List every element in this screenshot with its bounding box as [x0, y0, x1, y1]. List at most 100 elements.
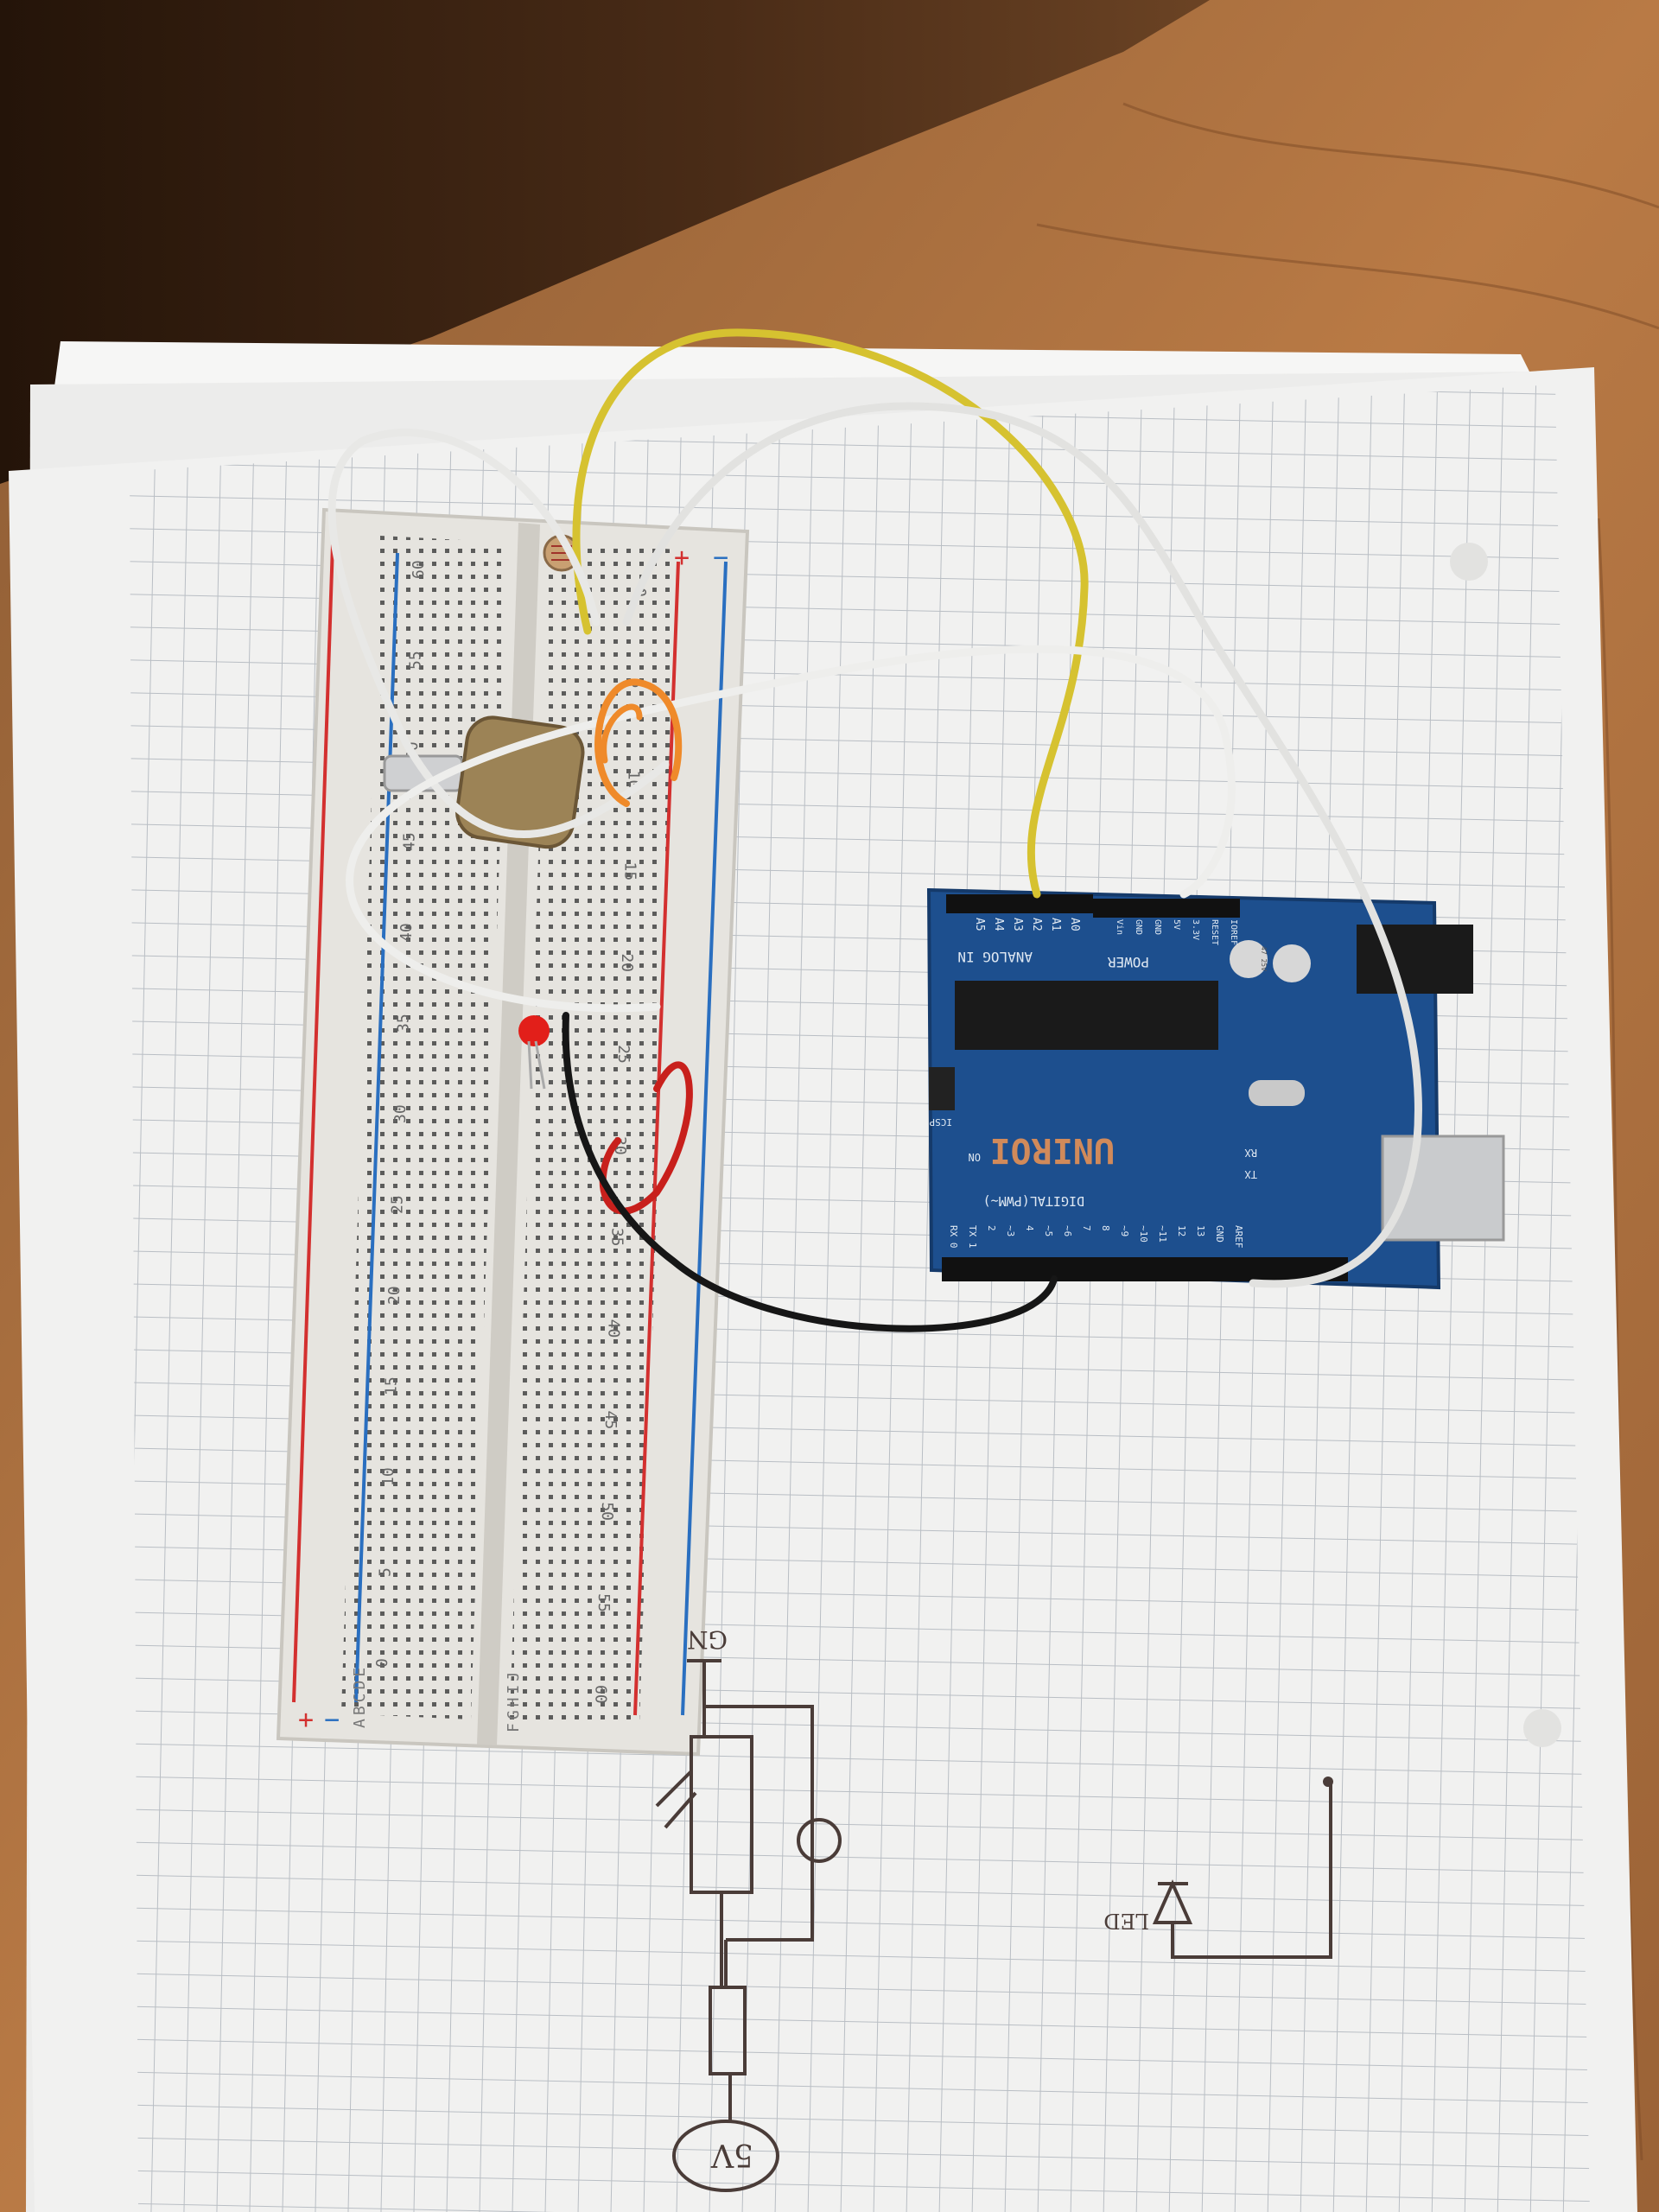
column-number: 5 [377, 1567, 395, 1577]
column-number: 60 [410, 560, 428, 579]
column-number: 55 [407, 651, 425, 670]
rail-plus-label: + [298, 1705, 314, 1735]
power-pin-label: 3.3V [1191, 919, 1200, 940]
ground-label: GN [687, 1625, 728, 1654]
wire-yellow [572, 328, 1089, 899]
brand-logo: UNIROI [990, 1130, 1116, 1170]
tx-label: TX [1244, 1168, 1257, 1180]
jumper-wires [327, 328, 1422, 1332]
analog-pin-label: A1 [1049, 918, 1062, 931]
column-number: 20 [385, 1286, 404, 1305]
punch-hole [1523, 1709, 1561, 1747]
wire-orange [594, 678, 683, 807]
resistor-symbol [709, 1986, 747, 2075]
digital-pin-label: ~10 [1138, 1225, 1149, 1243]
digital-pin-label: ~9 [1119, 1225, 1130, 1236]
wire-orange-2 [601, 703, 643, 764]
column-number: 60 [591, 1685, 609, 1704]
column-number: 20 [618, 953, 636, 972]
analog-pin-label: A3 [1011, 918, 1024, 931]
digital-pin-label: RX 0 [948, 1225, 959, 1249]
analog-pin-label: A5 [973, 918, 986, 931]
analog-pin-label: A0 [1068, 918, 1081, 931]
led-label: LED [1103, 1909, 1149, 1933]
column-number: 15 [383, 1376, 401, 1395]
rail-minus-label: − [713, 543, 728, 573]
atmega-chip [955, 981, 1218, 1050]
digital-pin-label: ~5 [1043, 1225, 1054, 1236]
analog-in-label: ANALOG IN [957, 949, 1033, 965]
analog-pin-label: A4 [992, 918, 1005, 931]
schematic-wire [720, 1892, 728, 1987]
rail-red-left [292, 543, 334, 1703]
punch-hole [1450, 543, 1488, 581]
led-wire-end [1323, 1777, 1333, 1787]
column-number: 35 [607, 1228, 626, 1247]
rail-minus-label: − [324, 1705, 340, 1735]
schematic-drawing [655, 1659, 1333, 2192]
column-number: 10 [379, 1467, 397, 1486]
digital-pin-label: TX 1 [967, 1225, 978, 1249]
power-pin-label: Vin [1115, 919, 1124, 935]
analog-pin-label: A2 [1030, 918, 1043, 931]
digital-pin-label: 7 [1081, 1225, 1092, 1231]
column-number: 35 [395, 1014, 413, 1033]
column-number: 40 [605, 1319, 623, 1338]
column-number: 45 [601, 1411, 620, 1430]
column-number: 50 [598, 1502, 616, 1521]
digital-pin-label: 12 [1176, 1225, 1187, 1236]
rail-blue-left [354, 552, 399, 1703]
wire-white-top [622, 402, 1422, 1288]
capacitor [1230, 940, 1268, 978]
ground-symbol [687, 1659, 721, 1707]
digital-pin-label: GND [1214, 1225, 1225, 1243]
digital-pin-label: 13 [1195, 1225, 1206, 1236]
column-number: 45 [401, 832, 419, 851]
source-label: 5V [710, 2137, 753, 2172]
wire-white-middle [346, 645, 1236, 1013]
on-led-label: ON [969, 1151, 981, 1163]
column-number: 55 [594, 1593, 613, 1612]
power-header [1093, 899, 1240, 918]
rail-plus-label: + [674, 543, 690, 573]
wire-white-loop-left [327, 429, 670, 838]
rail-red-right [633, 561, 680, 1716]
digital-pwm-label: DIGITAL(PWM~) [983, 1193, 1084, 1209]
column-number: 25 [614, 1045, 632, 1064]
crystal [1249, 1080, 1305, 1106]
digital-pin-label: AREF [1233, 1225, 1244, 1249]
power-pin-label: GND [1134, 919, 1143, 935]
analog-header [946, 894, 1093, 913]
dc-power-jack [1357, 925, 1473, 994]
power-pin-label: 5V [1172, 919, 1181, 930]
capacitor [1273, 944, 1311, 982]
power-pin-label: GND [1153, 919, 1162, 935]
digital-pin-label: ~6 [1062, 1225, 1073, 1236]
power-pin-label: RESET [1210, 919, 1219, 945]
digital-pin-label: 8 [1100, 1225, 1111, 1231]
arduino-board: UNIROI ANALOG IN POWER DIGITAL(PWM~) ICS… [926, 887, 1505, 1290]
meter-symbol [797, 1818, 842, 1863]
digital-pin-label: 2 [986, 1225, 997, 1231]
column-number: 0 [373, 1658, 391, 1668]
power-label: POWER [1107, 954, 1149, 970]
voltage-source-symbol [672, 2120, 779, 2192]
power-pin-label: IOREF [1229, 919, 1238, 945]
icsp-header [929, 1067, 955, 1110]
row-letters-right: FGHIJ [505, 1669, 523, 1732]
light-arrows [655, 1770, 697, 1829]
digital-header [942, 1257, 1348, 1281]
breadboard: 6055504540353025201510500510152025303540… [276, 507, 750, 1757]
digital-pin-label: 4 [1024, 1225, 1035, 1231]
rail-blue-right [681, 561, 728, 1716]
red-led [518, 1015, 550, 1090]
column-number: 40 [397, 923, 416, 942]
usb-b-port [1381, 1135, 1505, 1242]
digital-pin-label: ~11 [1157, 1225, 1168, 1243]
rx-label: RX [1244, 1147, 1257, 1159]
schematic-wire [702, 1705, 814, 1942]
led-symbol [1152, 1784, 1332, 1959]
wire-black [562, 1012, 1058, 1332]
column-number: 15 [621, 862, 639, 881]
